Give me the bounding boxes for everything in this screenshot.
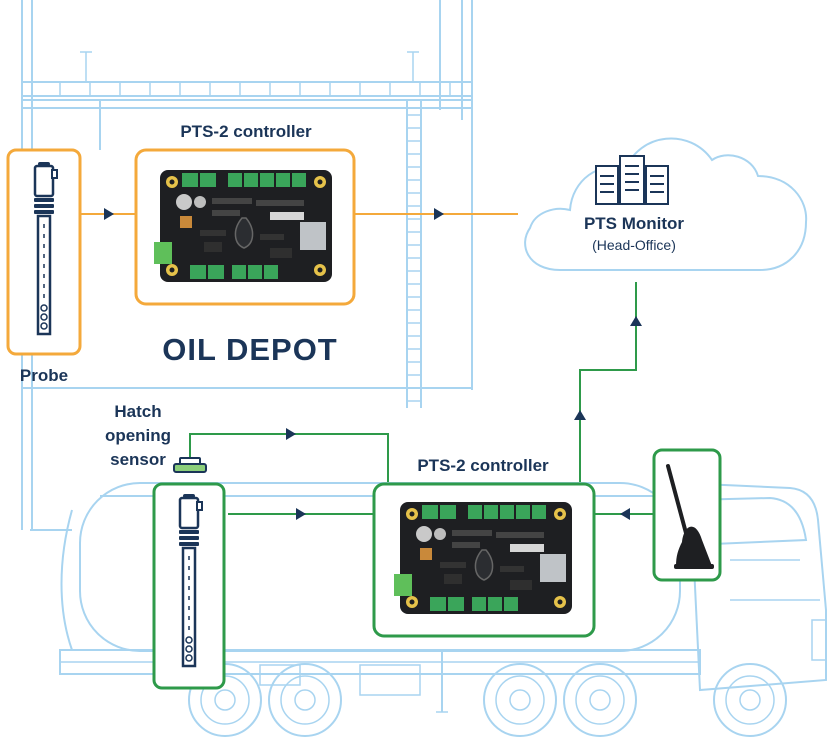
pts-monitor-cloud: PTS Monitor (Head-Office) <box>524 137 808 271</box>
hatch-label-line2: opening <box>105 426 171 445</box>
truck-controller-label: PTS-2 controller <box>417 456 549 475</box>
depot-blueprint <box>21 0 473 530</box>
arrow-up-icon <box>574 410 586 420</box>
arrow-right-icon <box>286 428 296 440</box>
server-rack-icon <box>595 155 669 205</box>
monitor-title: PTS Monitor <box>584 214 684 233</box>
depot-controller-box <box>134 148 356 306</box>
antenna-icon <box>666 464 714 569</box>
arrow-right-icon <box>434 208 444 220</box>
monitor-subtitle: (Head-Office) <box>592 237 676 253</box>
arrow-right-icon <box>104 208 114 220</box>
arrow-heads <box>104 208 642 520</box>
truck-probe-box <box>152 482 226 690</box>
arrow-up-icon <box>630 316 642 326</box>
hatch-label-line3: sensor <box>110 450 166 469</box>
antenna-box <box>652 448 722 582</box>
oil-depot-title: OIL DEPOT <box>162 332 338 367</box>
hatch-label: Hatch opening sensor <box>105 402 171 469</box>
hatch-sensor-icon <box>173 457 207 473</box>
depot-controller-label: PTS-2 controller <box>180 122 312 141</box>
probe-label: Probe <box>20 366 68 385</box>
arrow-left-icon <box>620 508 630 520</box>
truck-controller-box <box>372 482 596 638</box>
controller-board-icon <box>153 169 333 283</box>
depot-probe-box <box>6 148 82 356</box>
hatch-label-line1: Hatch <box>114 402 161 421</box>
controller-board-icon <box>393 501 573 615</box>
arrow-right-icon <box>296 508 306 520</box>
